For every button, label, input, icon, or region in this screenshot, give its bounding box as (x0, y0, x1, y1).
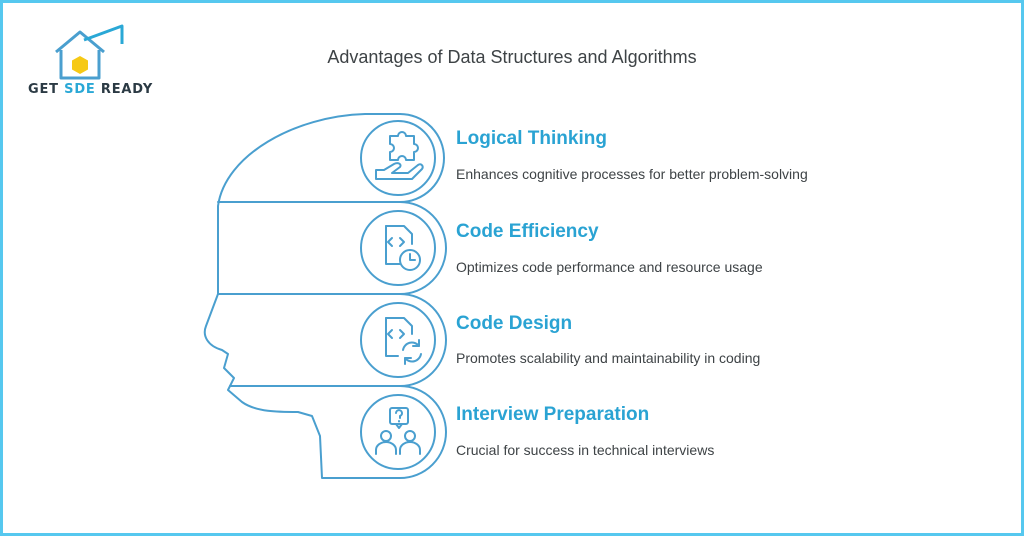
item-title-code-efficiency: Code Efficiency (456, 221, 599, 242)
item-title-logical-thinking: Logical Thinking (456, 128, 607, 149)
item-desc-code-efficiency: Optimizes code performance and resource … (456, 259, 763, 275)
head-diagram (203, 113, 447, 479)
band-cap (399, 113, 445, 203)
band-cap (399, 293, 447, 387)
code-refresh-icon (385, 317, 422, 365)
item-desc-code-design: Promotes scalability and maintainability… (456, 350, 761, 366)
hexagon-icon (72, 56, 88, 74)
icon-circle (360, 120, 436, 196)
band-cap (399, 385, 447, 479)
head-outline (203, 113, 401, 479)
icon-circle (360, 394, 436, 470)
question-people-icon (375, 407, 421, 455)
item-title-interview-preparation: Interview Preparation (456, 404, 650, 425)
icon-circle (360, 210, 436, 286)
item-title-code-design: Code Design (456, 313, 573, 334)
code-clock-icon (385, 225, 421, 271)
brand-name: GET SDE READY (28, 82, 154, 97)
band-cap (399, 201, 447, 295)
puzzle-hand-icon (375, 131, 424, 180)
icon-circle (360, 302, 436, 378)
item-desc-logical-thinking: Enhances cognitive processes for better … (456, 166, 808, 182)
page-title: Advantages of Data Structures and Algori… (327, 47, 697, 67)
logo-icon (55, 24, 124, 80)
item-desc-interview-preparation: Crucial for success in technical intervi… (456, 442, 715, 458)
